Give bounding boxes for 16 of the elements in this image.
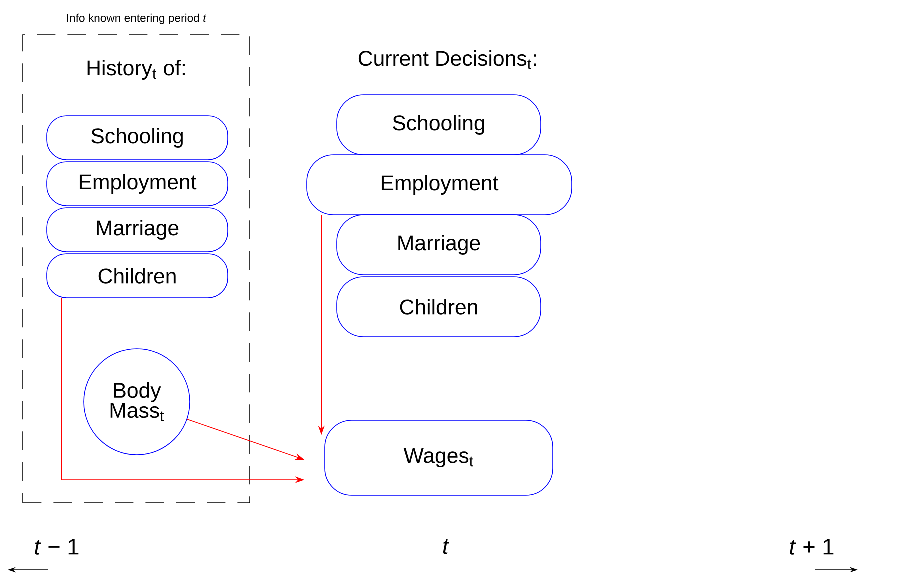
- rounded-box: Marriage: [336, 214, 542, 276]
- time-label: t + 1: [790, 539, 834, 555]
- time-label: t − 1: [35, 539, 79, 555]
- rounded-box: Schooling: [46, 116, 228, 160]
- frame-heading: Info known entering period t: [67, 14, 207, 24]
- frame-title: History$_{t}$ of:: [88, 60, 185, 80]
- rounded-box: Wages$_{t}$: [324, 420, 554, 496]
- rounded-box: Marriage: [46, 208, 228, 252]
- time-label: t: [444, 540, 450, 554]
- rounded-box: Children: [46, 254, 228, 298]
- rounded-box: Employment: [46, 162, 228, 206]
- rounded-box: Schooling: [336, 94, 542, 156]
- rounded-box: Employment: [306, 154, 572, 216]
- rounded-box: Children: [336, 276, 542, 338]
- circle-node: Body Mass$_{t}$: [84, 348, 190, 456]
- section-heading: Current Decisions$_{t}$:: [358, 50, 536, 70]
